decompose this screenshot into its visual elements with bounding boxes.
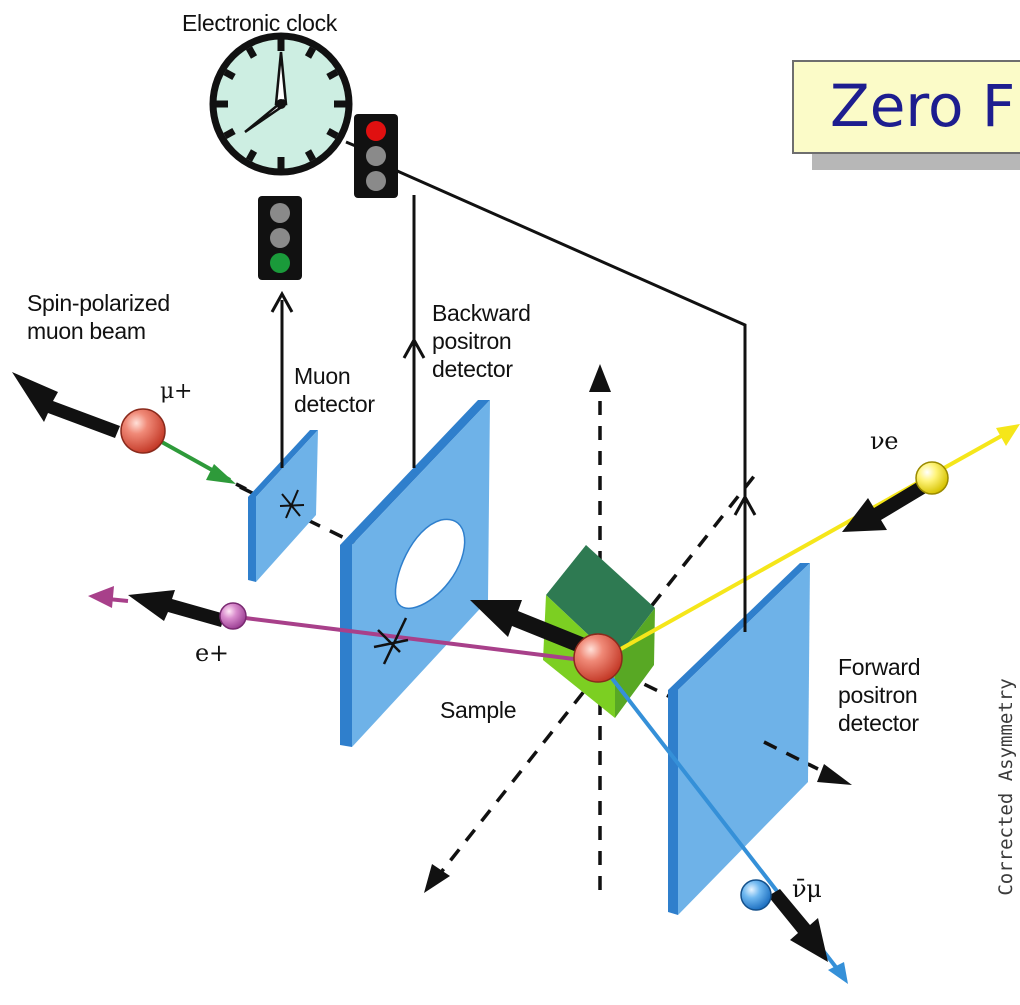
forward-detector-label-line2: positron <box>838 682 918 708</box>
positron-track-arrowhead-icon <box>88 586 114 608</box>
muon-detector-label-line2: detector <box>294 391 375 417</box>
corrected-asymmetry-axis-label: Corrected Asymmetry <box>995 678 1017 896</box>
muon-symbol: μ+ <box>160 379 193 404</box>
stop-signal-icon <box>354 114 398 198</box>
axis-arrow-beam-icon <box>817 764 852 785</box>
muon-spin-arrow-icon <box>12 372 120 438</box>
muon-antineutrino-symbol: ν̄μ <box>792 875 822 903</box>
backward-detector-label-line1: Backward <box>432 300 531 326</box>
title-shadow <box>812 154 1020 170</box>
traffic-light-icon <box>258 196 302 280</box>
muon-particle-icon <box>120 408 166 454</box>
electronic-clock-label: Electronic clock <box>182 10 337 36</box>
positron-track-line <box>244 616 583 662</box>
muon-detector-label-line1: Muon <box>294 363 351 389</box>
antineutrino-momentum-arrow-icon <box>768 889 828 962</box>
signal-wire-arrowheads <box>270 290 757 516</box>
forward-detector-label-line3: detector <box>838 710 919 736</box>
electron-neutrino-momentum-arrow-icon <box>842 478 931 532</box>
muon-hit-mark <box>279 489 305 519</box>
forward-positron-detector-plate <box>668 563 810 915</box>
antineutrino-track-arrowhead-icon <box>828 962 848 984</box>
electron-neutrino-track-line <box>609 428 1013 657</box>
backward-detector-label-line2: positron <box>432 328 512 354</box>
clock-icon <box>209 32 353 176</box>
slide-title: Zero F <box>830 72 1016 140</box>
muon-track-arrowhead-icon <box>206 464 236 484</box>
electron-neutrino-track-arrowhead-icon <box>996 424 1020 446</box>
beam-axis-segment <box>235 482 247 491</box>
antineutrino-particle-icon <box>740 879 772 911</box>
sample-muon-particle-icon <box>573 633 623 683</box>
electron-neutrino-particle-icon <box>915 461 949 495</box>
positron-hit-mark <box>373 617 409 665</box>
beam-axis-front <box>763 740 819 771</box>
signal-wires <box>280 140 747 632</box>
positron-momentum-arrow-icon <box>128 590 225 627</box>
beam-label-line1: Spin-polarized <box>27 290 170 316</box>
axis-arrow-vertical-icon <box>589 364 611 392</box>
sample-spin-arrow-icon <box>470 600 590 655</box>
forward-detector-label-line1: Forward <box>838 654 921 680</box>
backward-detector-label-line3: detector <box>432 356 513 382</box>
sample-label: Sample <box>440 697 517 723</box>
axis-arrow-diagonal-icon <box>424 864 450 893</box>
title-box: Zero F <box>792 60 1020 154</box>
positron-particle-icon <box>219 602 247 630</box>
electron-neutrino-symbol: νe <box>870 427 899 455</box>
positron-symbol: e+ <box>195 639 229 667</box>
beam-label-line2: muon beam <box>27 318 146 344</box>
